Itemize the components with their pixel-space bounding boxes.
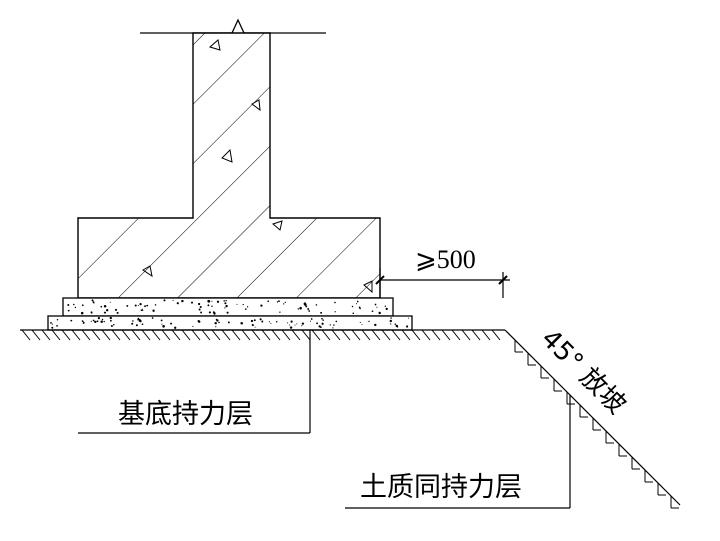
cushion-layer-lower xyxy=(47,315,413,331)
slope-hatch xyxy=(514,340,679,509)
min-distance-label: ⩾500 xyxy=(415,245,476,274)
cushion-aggregate-dots xyxy=(50,299,410,329)
leader-same-soil xyxy=(345,395,571,509)
concrete-footing xyxy=(77,32,381,299)
leader-base-bearing xyxy=(78,330,311,434)
base-bearing-layer-label: 基底持力层 xyxy=(118,399,253,430)
slope-label: 45° 放坡 xyxy=(535,324,631,420)
dimension-min-distance xyxy=(375,268,510,298)
same-soil-bearing-layer-label: 土质同持力层 xyxy=(360,472,522,503)
break-line xyxy=(140,18,326,34)
ground-hatch xyxy=(21,329,501,341)
